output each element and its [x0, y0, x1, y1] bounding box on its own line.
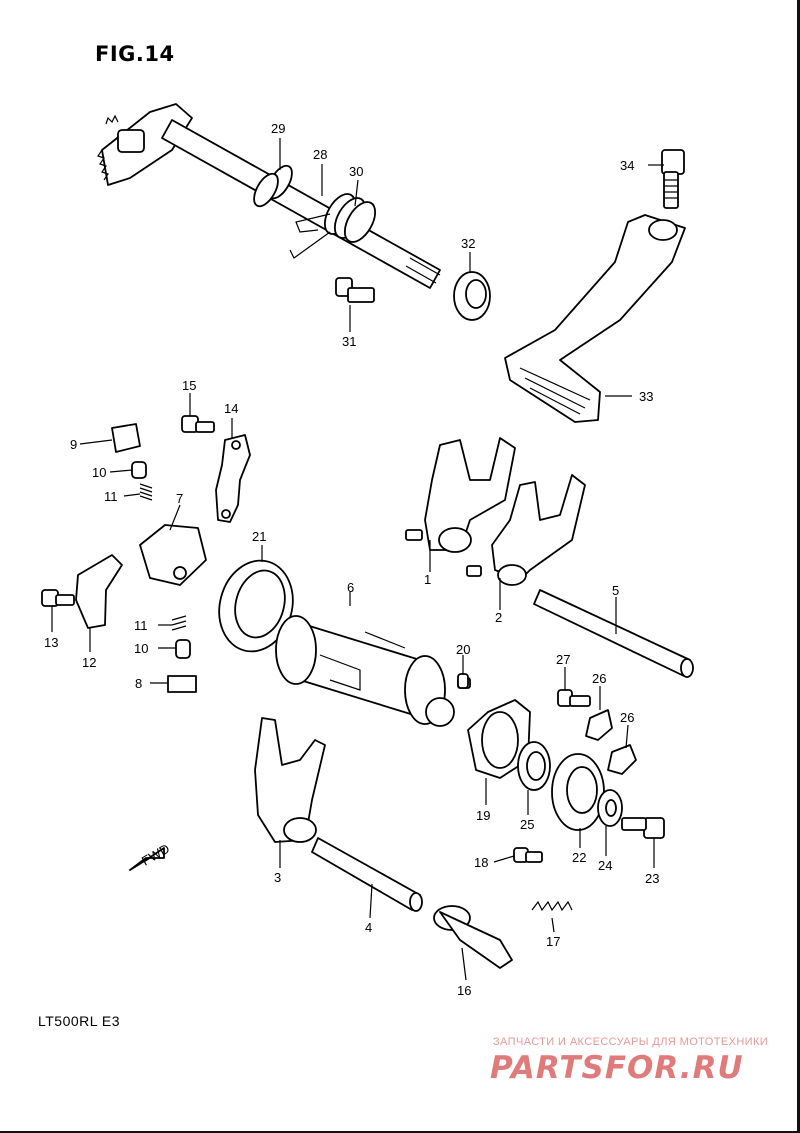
part-shift-fork-3 [254, 717, 326, 843]
part-bearing-21 [218, 559, 294, 653]
callout-18: 18 [474, 855, 488, 870]
callout-17: 17 [546, 934, 560, 949]
part-plate-26a [585, 709, 613, 741]
part-spring-17 [531, 900, 573, 912]
callout-26b: 26 [620, 710, 634, 725]
part-oil-seal [453, 271, 491, 321]
part-shift-cam-drum [275, 615, 471, 727]
part-pin-18 [513, 847, 543, 863]
callout-10a: 10 [92, 465, 106, 480]
figure-title: FIG.14 [95, 42, 175, 66]
callout-19: 19 [476, 808, 490, 823]
callout-7: 7 [176, 491, 183, 506]
part-pin-20 [457, 673, 469, 689]
callout-26a: 26 [592, 671, 606, 686]
part-washer-24 [597, 789, 623, 827]
part-washer-25 [517, 741, 551, 791]
part-bolt-31 [335, 277, 375, 303]
part-shift-fork-2 [466, 474, 586, 586]
model-label: LT500RL E3 [38, 1013, 121, 1029]
part-fork-shaft-4 [311, 837, 423, 912]
callout-32: 32 [461, 236, 475, 251]
callout-13: 13 [44, 635, 58, 650]
callout-2: 2 [495, 610, 502, 625]
callout-33: 33 [639, 389, 653, 404]
callout-30: 30 [349, 164, 363, 179]
leader-lines [51, 138, 664, 981]
callout-10b: 10 [134, 641, 148, 656]
fwd-arrow-text: FWD [139, 841, 172, 869]
callout-20: 20 [456, 642, 470, 657]
part-cam-driven-gear [467, 699, 531, 779]
part-gear-shift-lever [504, 214, 686, 423]
part-fork-shaft-5 [533, 589, 694, 678]
callout-31: 31 [342, 334, 356, 349]
part-plate-26b [607, 744, 637, 775]
callout-numbers: 1 2 3 4 5 6 7 8 9 10 10 11 11 12 13 14 1… [44, 121, 659, 998]
callout-1: 1 [424, 572, 431, 587]
callout-11a: 11 [104, 489, 118, 504]
part-bearing-22 [551, 753, 605, 831]
part-shift-fork-1 [405, 437, 516, 553]
callout-25: 25 [520, 817, 534, 832]
callout-28: 28 [313, 147, 327, 162]
part-gear-shift-shaft [97, 103, 441, 289]
watermark-caption: ЗАПЧАСТИ И АКСЕССУАРЫ ДЛЯ МОТОТЕХНИКИ [493, 1036, 769, 1048]
callout-16: 16 [457, 983, 471, 998]
callout-4: 4 [365, 920, 372, 935]
callout-23: 23 [645, 871, 659, 886]
callout-24: 24 [598, 858, 612, 873]
callout-9: 9 [70, 437, 77, 452]
watermark-logo: PARTSFOR.RU [490, 1050, 744, 1086]
part-bolt-27 [557, 689, 591, 707]
fwd-arrow-icon [129, 847, 165, 871]
callout-22: 22 [572, 850, 586, 865]
callout-34: 34 [620, 158, 634, 173]
callout-6: 6 [347, 580, 354, 595]
callout-3: 3 [274, 870, 281, 885]
part-bolt-34 [661, 149, 685, 209]
callout-5: 5 [612, 583, 619, 598]
callout-8: 8 [135, 676, 142, 691]
part-cam-stopper-group [41, 415, 251, 693]
callout-12: 12 [82, 655, 96, 670]
callout-27: 27 [556, 652, 570, 667]
part-bolt-23 [621, 817, 665, 839]
part-pawl-lifter [433, 905, 513, 969]
callout-11b: 11 [134, 618, 148, 633]
callout-15: 15 [182, 378, 196, 393]
callout-29: 29 [271, 121, 285, 136]
callout-21: 21 [252, 529, 266, 544]
callout-14: 14 [224, 401, 238, 416]
